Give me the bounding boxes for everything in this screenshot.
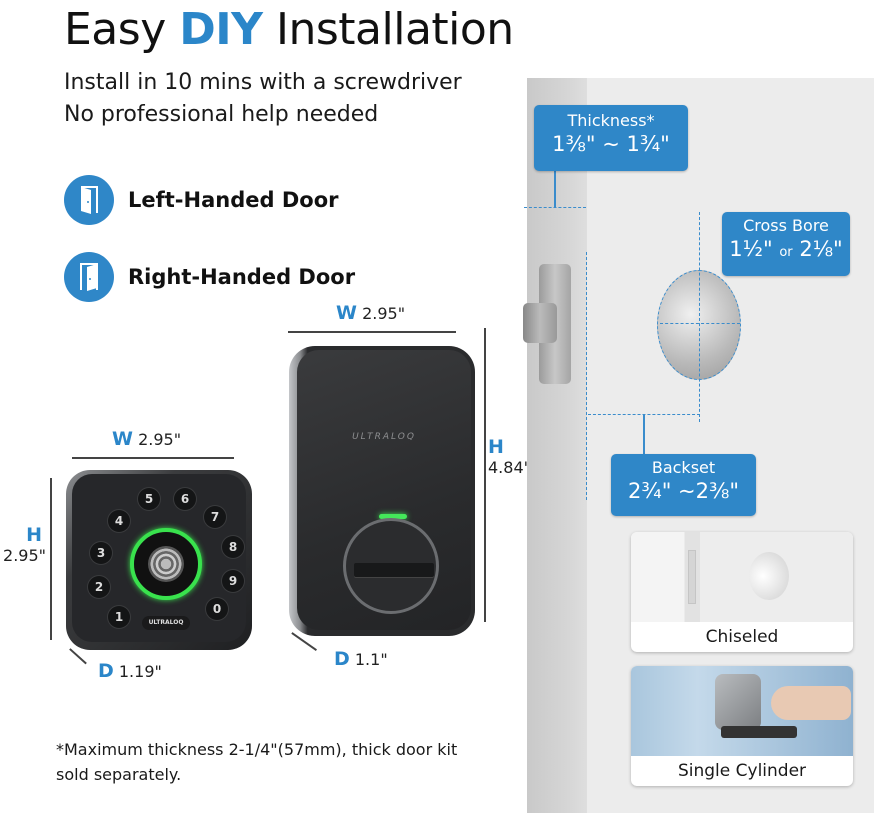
door-type-left: Left-Handed Door bbox=[64, 175, 338, 225]
subtitle-line-2: No professional help needed bbox=[64, 102, 379, 127]
key-9: 9 bbox=[222, 570, 244, 592]
thickness-guide bbox=[524, 207, 586, 208]
subtitle-line-1: Install in 10 mins with a screwdriver bbox=[64, 70, 462, 95]
chisel-recess bbox=[688, 550, 696, 604]
key-2: 2 bbox=[88, 576, 110, 598]
door-type-label: Left-Handed Door bbox=[128, 188, 339, 212]
thumb-turn bbox=[343, 518, 439, 614]
keypad-depth-dim: D 1.19" bbox=[98, 660, 162, 682]
keypad-lock-image: 5 6 4 7 3 8 2 9 1 0 ULTRALOQ bbox=[66, 470, 252, 650]
keypad-width-arrow bbox=[72, 457, 234, 459]
bore-size-a: 1½" bbox=[729, 237, 773, 261]
lock-base bbox=[721, 726, 797, 738]
interior-depth-dim: D 1.1" bbox=[334, 648, 388, 670]
cylinder-lock bbox=[715, 674, 761, 730]
key-7: 7 bbox=[204, 506, 226, 528]
key-8: 8 bbox=[222, 536, 244, 558]
key-0: 0 bbox=[206, 598, 228, 620]
footnote: *Maximum thickness 2-1/4"(57mm), thick d… bbox=[56, 740, 458, 784]
chiseled-card: Chiseled bbox=[631, 532, 853, 652]
keypad-width-dim: W 2.95" bbox=[112, 428, 181, 450]
dim-value: 1.19" bbox=[118, 662, 162, 681]
dim-key: H bbox=[488, 436, 504, 458]
bore-center-guide bbox=[699, 212, 700, 422]
keypad-height-arrow bbox=[50, 478, 52, 640]
interior-height-arrow bbox=[484, 328, 486, 622]
chiseled-image bbox=[631, 532, 853, 622]
single-cylinder-image bbox=[631, 666, 853, 756]
single-cylinder-card: Single Cylinder bbox=[631, 666, 853, 786]
key-5: 5 bbox=[138, 488, 160, 510]
door-type-label: Right-Handed Door bbox=[128, 265, 356, 289]
keypad-height-dim: H 2.95" bbox=[0, 524, 46, 565]
latch-bolt bbox=[523, 303, 557, 343]
dim-key: W bbox=[112, 428, 133, 450]
fingerprint-icon bbox=[148, 546, 184, 582]
interior-height-dim: H 4.84" bbox=[488, 436, 531, 477]
dim-value: 2.95" bbox=[362, 304, 406, 323]
thickness-leader bbox=[554, 170, 556, 207]
callout-title: Cross Bore bbox=[743, 216, 829, 235]
title-prefix: Easy bbox=[64, 4, 166, 55]
cross-bore-callout: Cross Bore 1½" or 2⅛" bbox=[722, 212, 850, 276]
card-caption: Chiseled bbox=[705, 627, 779, 647]
hand bbox=[771, 686, 851, 720]
interior-width-dim: W 2.95" bbox=[336, 302, 405, 324]
dim-value: 2.95" bbox=[138, 430, 182, 449]
key-3: 3 bbox=[90, 542, 112, 564]
left-door-icon bbox=[64, 175, 114, 225]
key-1: 1 bbox=[108, 606, 130, 628]
callout-title: Backset bbox=[651, 458, 716, 477]
bore-diameter-guide bbox=[660, 323, 740, 324]
door-edge bbox=[527, 78, 587, 813]
dim-value: 1.1" bbox=[354, 650, 388, 669]
dim-value: 4.84" bbox=[488, 458, 531, 477]
dim-key: D bbox=[334, 648, 350, 670]
right-door-icon bbox=[64, 252, 114, 302]
backset-guide-left bbox=[586, 252, 587, 500]
interior-width-arrow bbox=[288, 331, 456, 333]
fingerprint-ring bbox=[130, 528, 202, 600]
callout-value: 2¾" ∼2⅜" bbox=[627, 479, 740, 503]
dim-key: W bbox=[336, 302, 357, 324]
card-caption: Single Cylinder bbox=[677, 761, 807, 781]
backset-leader bbox=[643, 414, 645, 458]
dim-key: D bbox=[98, 660, 114, 682]
bore-size-b: 2⅛" bbox=[799, 237, 843, 261]
interior-lock-image: ULTRALOQ bbox=[289, 346, 475, 636]
title-accent: DIY bbox=[179, 4, 263, 55]
status-led bbox=[379, 514, 407, 519]
callout-value: 1½" or 2⅛" bbox=[722, 236, 850, 266]
backset-callout: Backset 2¾" ∼2⅜" bbox=[611, 454, 756, 516]
key-6: 6 bbox=[174, 488, 196, 510]
dim-key: H bbox=[26, 524, 42, 546]
title-suffix: Installation bbox=[276, 4, 514, 55]
callout-value: 1⅜" ∼ 1¾" bbox=[552, 132, 670, 156]
key-4: 4 bbox=[108, 510, 130, 532]
page-title: Easy DIY Installation bbox=[64, 4, 514, 55]
interior-brand-logo: ULTRALOQ bbox=[352, 432, 416, 442]
keypad-depth-arrow bbox=[69, 648, 87, 665]
bore-hole bbox=[749, 552, 789, 600]
dim-value: 2.95" bbox=[3, 546, 46, 565]
thickness-callout: Thickness* 1⅜" ∼ 1¾" bbox=[534, 105, 688, 171]
door-type-right: Right-Handed Door bbox=[64, 252, 355, 302]
or-text: or bbox=[779, 245, 793, 260]
keypad-brand-logo: ULTRALOQ bbox=[142, 616, 190, 630]
thumb-turn-handle bbox=[354, 563, 434, 577]
callout-title: Thickness* bbox=[567, 111, 655, 130]
